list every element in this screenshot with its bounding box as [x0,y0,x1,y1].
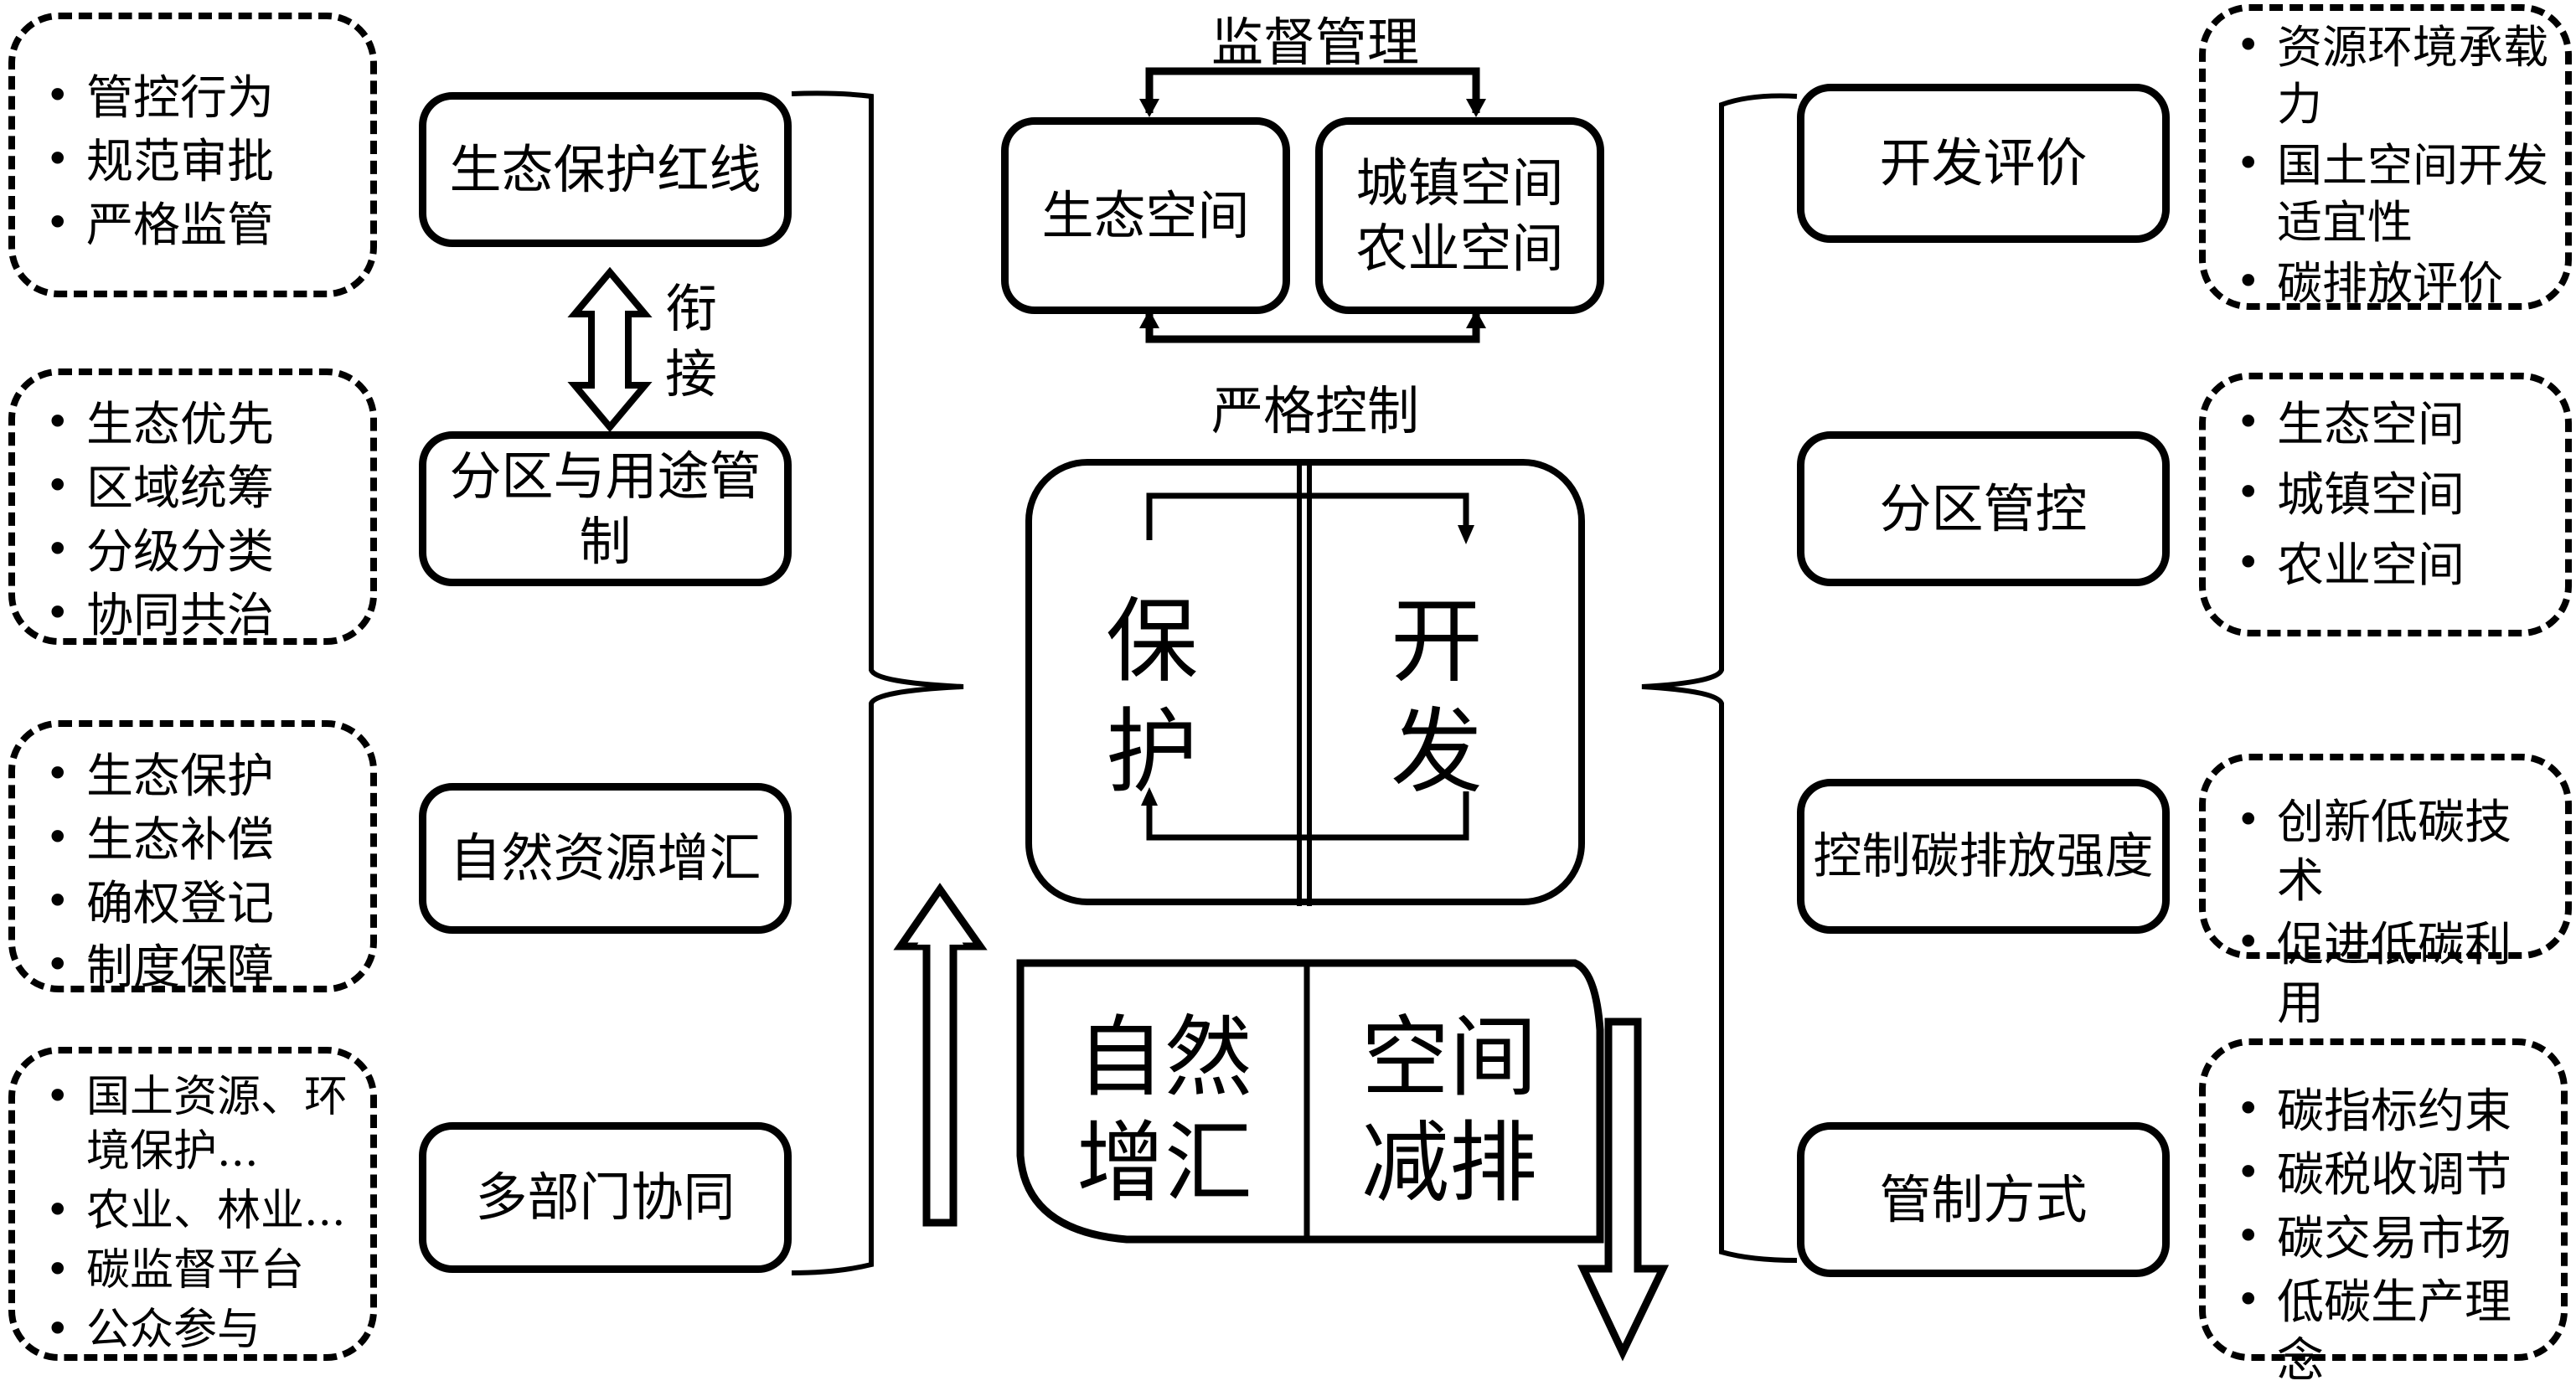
measure-label: 分区与用途管制 [449,446,761,572]
core-box-outline [1025,459,1585,905]
list-item: 国土资源、环境保护... [40,1070,354,1179]
arrowhead-down-icon [1466,99,1486,117]
core-char: 保 [1106,588,1198,695]
left-detail-group: 管控行为 规范审批 严格监管 [8,13,377,297]
core-char: 护 [1106,698,1198,806]
left-detail-group: 生态保护 生态补偿 确权登记 制度保障 [8,720,377,995]
connectors [567,67,1798,1362]
list-item: 生态优先 [40,396,354,455]
core-protect: 保 护 [1089,586,1215,807]
arrowhead-up-icon [1139,310,1159,328]
spatial-reduction-label: 空间 减排 [1324,1005,1575,1216]
measure-label: 管制方式 [1879,1168,2088,1230]
list-item: 低碳生产理念 [2231,1274,2544,1391]
space-label: 生态空间 [1041,184,1250,246]
list-item: 促进低碳利用 [2231,916,2548,1033]
arrowhead-up-icon [1466,310,1486,328]
right-brace [1641,93,1798,1263]
list-item: 碳排放评价 [2231,255,2548,312]
list-item: 农业、林业... [40,1184,354,1239]
measure-label: 自然资源增汇 [449,827,761,889]
supervision-label: 监督管理 [1211,12,1419,73]
list-item: 生态补偿 [40,811,354,870]
double-arrow-icon [567,266,653,433]
list-item: 碳税收调节 [2231,1146,2544,1205]
core-char: 发 [1391,698,1483,806]
left-brace [791,90,964,1275]
list-item: 区域统筹 [40,460,354,518]
core-char: 开 [1391,588,1483,695]
space-label: 城镇空间 [1355,152,1564,214]
left-detail-group: 国土资源、环境保护... 农业、林业... 碳监督平台 公众参与 [8,1047,377,1361]
right-detail-group: 碳指标约束 碳税收调节 碳交易市场 低碳生产理念 [2199,1038,2568,1388]
control-arrow [1145,314,1480,343]
measure-label: 生态保护红线 [449,138,761,200]
measure-box-natural-sink: 自然资源增汇 [419,783,792,934]
list-item: 分级分类 [40,523,354,582]
list-item: 管控行为 [40,70,354,128]
list-item: 创新低碳技术 [2231,794,2548,911]
arrowhead-up-icon [1141,787,1158,806]
measure-label: 开发评价 [1879,132,2088,194]
measure-label: 控制碳排放强度 [1813,827,2154,885]
list-item: 规范审批 [40,133,354,192]
measure-box-zoning-control: 分区与用途管制 [419,431,792,586]
list-item: 制度保障 [40,939,354,997]
list-item: 协同共治 [40,587,354,646]
base-line: 自然 [1076,1007,1252,1109]
list-item: 碳监督平台 [40,1244,354,1298]
supervision-arrow [1145,67,1480,113]
list-item: 资源环境承载力 [2231,19,2548,132]
list-item: 生态空间 [2231,396,2548,455]
list-item: 确权登记 [40,875,354,934]
list-item: 碳指标约束 [2231,1083,2544,1141]
down-arrow-icon [1577,1017,1670,1362]
right-detail-group: 生态空间 城镇空间 农业空间 [2199,373,2572,636]
base-line: 减排 [1360,1112,1537,1214]
list-item: 公众参与 [40,1303,354,1358]
list-item: 农业空间 [2231,537,2548,595]
left-detail-group: 生态优先 区域统筹 分级分类 协同共治 [8,368,377,645]
natural-sink-label: 自然 增汇 [1039,1005,1290,1216]
measure-label: 分区管控 [1879,477,2088,539]
measure-box-regulation-mode: 管制方式 [1797,1122,2170,1277]
cycle-arrow-bottom [1146,791,1469,841]
measure-box-development-evaluation: 开发评价 [1797,84,2170,243]
measure-box-multi-department: 多部门协同 [419,1122,792,1273]
measure-box-ecological-redline: 生态保护红线 [419,92,792,247]
base-box-outline [1016,959,1604,1244]
list-item: 生态保护 [40,748,354,806]
urban-agri-space-box: 城镇空间 农业空间 [1315,117,1604,314]
arrowhead-down-icon [1458,525,1474,544]
measure-box-carbon-intensity: 控制碳排放强度 [1797,779,2170,934]
base-line: 增汇 [1076,1112,1252,1214]
core-develop: 开 发 [1374,586,1500,807]
control-label: 严格控制 [1211,380,1419,441]
space-label: 农业空间 [1355,217,1564,279]
list-item: 严格监管 [40,197,354,255]
list-item: 城镇空间 [2231,466,2548,525]
base-line: 空间 [1360,1007,1537,1109]
cycle-arrow-top [1146,492,1469,540]
measure-label: 多部门协同 [475,1167,736,1229]
list-item: 国土空间开发适宜性 [2231,137,2548,250]
up-arrow-icon [893,883,988,1227]
measure-box-zoning-management: 分区管控 [1797,431,2170,586]
right-detail-group: 资源环境承载力 国土空间开发适宜性 碳排放评价 [2199,4,2572,310]
ecological-space-box: 生态空间 [1001,117,1290,314]
right-detail-group: 创新低碳技术 促进低碳利用 [2199,754,2572,1031]
arrowhead-down-icon [1139,99,1159,117]
list-item: 碳交易市场 [2231,1210,2544,1269]
link-label: 衔接 [664,278,717,404]
